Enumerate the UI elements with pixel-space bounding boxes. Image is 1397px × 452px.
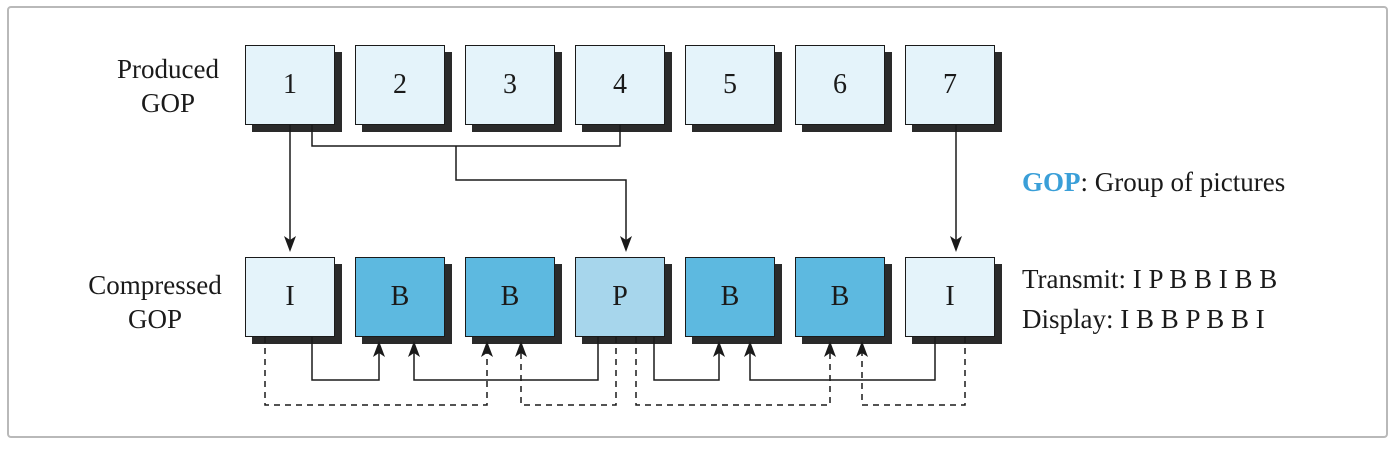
arrowhead bbox=[744, 341, 756, 357]
compressed-frame-2: B bbox=[355, 257, 445, 337]
dash-P-to-B6 bbox=[635, 337, 831, 406]
produced-frame-7: 7 bbox=[905, 45, 995, 125]
dash-I7-to-B6 bbox=[861, 337, 966, 406]
arrowhead bbox=[620, 236, 632, 252]
compressed-label-line1: Compressed bbox=[88, 270, 222, 300]
arrowhead bbox=[408, 341, 420, 357]
arrowhead bbox=[481, 341, 493, 357]
ref-I7-to-B5-B6 bbox=[749, 337, 936, 381]
arrowhead bbox=[515, 341, 527, 357]
compressed-frame-5: B bbox=[685, 257, 775, 337]
ref-P-to-B5 bbox=[653, 337, 720, 381]
produced-frame-6-label: 6 bbox=[833, 69, 847, 100]
compressed-frame-2-label: B bbox=[390, 281, 410, 312]
gop-definition: GOP: Group of pictures bbox=[1022, 165, 1285, 199]
compressed-frame-7: I bbox=[905, 257, 995, 337]
produced-label-line1: Produced bbox=[117, 54, 219, 84]
dash-P-to-B3 bbox=[520, 337, 617, 406]
produced-frame-7-label: 7 bbox=[943, 69, 957, 100]
produced-frame-4: 4 bbox=[575, 45, 665, 125]
compressed-frame-4-label: P bbox=[612, 281, 628, 312]
produced-gop-label: Produced GOP bbox=[78, 52, 258, 120]
ref-P-to-B2-B3 bbox=[413, 337, 599, 381]
compressed-gop-label: Compressed GOP bbox=[55, 268, 255, 336]
arrowhead bbox=[373, 341, 385, 357]
compressed-frame-5-label: B bbox=[720, 281, 740, 312]
produced-frame-5-label: 5 bbox=[723, 69, 737, 100]
produced-frame-3: 3 bbox=[465, 45, 555, 125]
produced-frame-1-label: 1 bbox=[283, 69, 297, 100]
produced-frame-2: 2 bbox=[355, 45, 445, 125]
compressed-frame-6: B bbox=[795, 257, 885, 337]
dash-I-to-B3 bbox=[264, 337, 488, 406]
produced-frame-5: 5 bbox=[685, 45, 775, 125]
compressed-frame-3: B bbox=[465, 257, 555, 337]
compressed-frame-1: I bbox=[245, 257, 335, 337]
gop-definition-text: : Group of pictures bbox=[1080, 167, 1286, 197]
produced-frame-2-label: 2 bbox=[393, 69, 407, 100]
link-frame1-frame4 bbox=[311, 125, 621, 147]
arrowhead bbox=[856, 341, 868, 357]
produced-frame-4-label: 4 bbox=[613, 69, 627, 100]
produced-frame-1: 1 bbox=[245, 45, 335, 125]
gop-abbr: GOP bbox=[1022, 167, 1081, 197]
arrowhead bbox=[824, 341, 836, 357]
arrowhead bbox=[713, 341, 725, 357]
compressed-frame-3-label: B bbox=[500, 281, 520, 312]
arrowhead bbox=[950, 236, 962, 252]
ref-I-to-B2 bbox=[311, 337, 380, 381]
produced-frame-3-label: 3 bbox=[503, 69, 517, 100]
display-order: Display: I B B P B B I bbox=[1022, 304, 1265, 334]
compressed-label-line2: GOP bbox=[127, 304, 182, 334]
compressed-frame-7-label: I bbox=[945, 281, 955, 312]
compressed-frame-6-label: B bbox=[830, 281, 850, 312]
compressed-frame-1-label: I bbox=[285, 281, 295, 312]
arrow-to-P bbox=[455, 146, 627, 248]
transmit-order: Transmit: I P B B I B B bbox=[1022, 264, 1278, 294]
compressed-frame-4: P bbox=[575, 257, 665, 337]
produced-label-line2: GOP bbox=[140, 88, 195, 118]
produced-frame-6: 6 bbox=[795, 45, 885, 125]
arrowhead bbox=[284, 236, 296, 252]
arrow-heads bbox=[284, 236, 962, 357]
